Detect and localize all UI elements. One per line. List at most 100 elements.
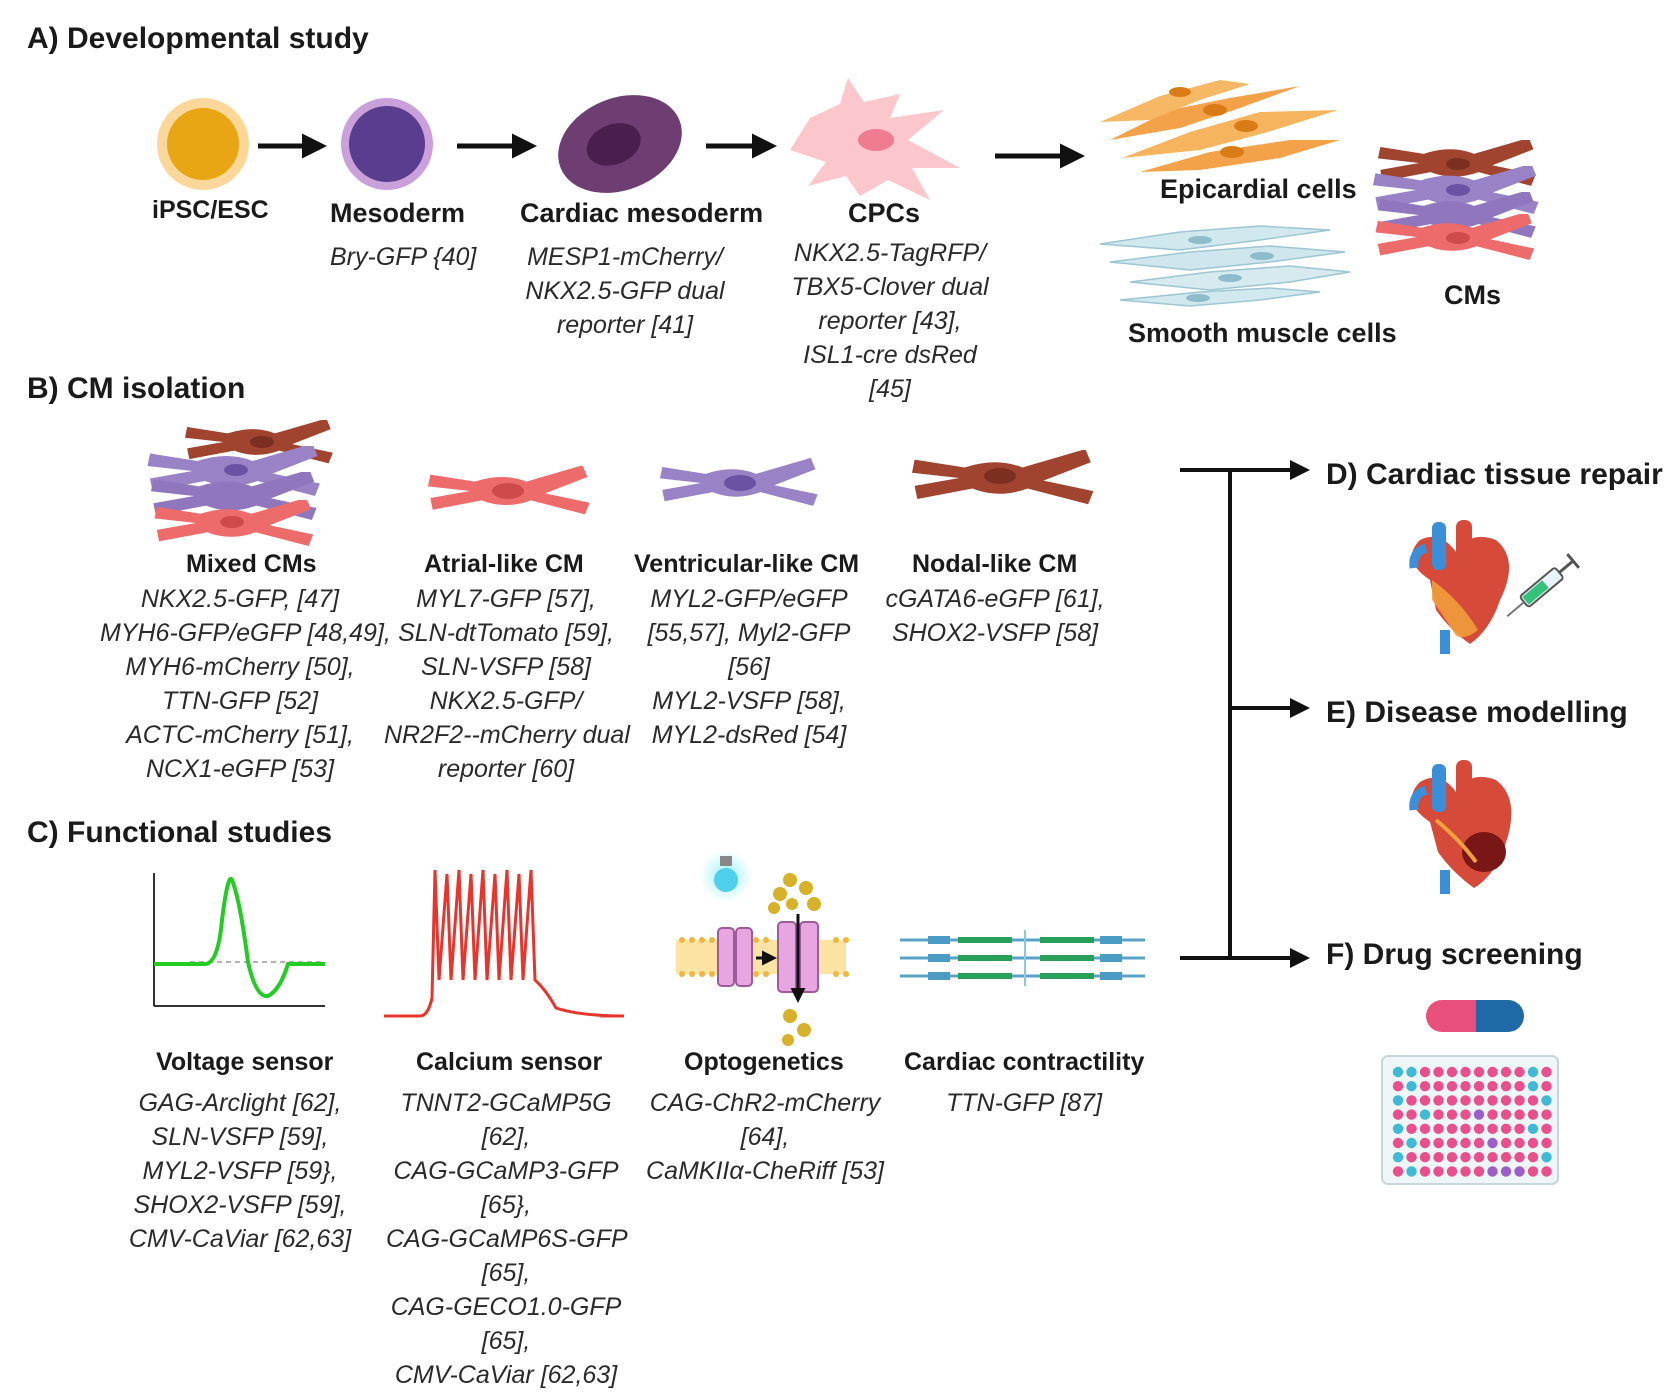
label-nodal-cm: Nodal-like CM	[912, 550, 1078, 578]
well-plate-icon	[1381, 1055, 1559, 1185]
reporter-line: NR2F2--mCherry dual	[384, 721, 630, 749]
well	[1406, 1081, 1417, 1092]
well	[1392, 1109, 1404, 1120]
label-ventricular-cm: Ventricular-like CM	[634, 550, 860, 578]
section-b-title: B) CM isolation	[27, 372, 246, 405]
well	[1433, 1152, 1444, 1163]
cardiac-mesoderm-cell	[558, 95, 682, 193]
reporter-line: MYL7-GFP [57],	[416, 585, 596, 613]
well	[1527, 1137, 1539, 1149]
reporter-line: [64],	[740, 1123, 790, 1151]
reporter-line: [65},	[480, 1191, 532, 1219]
smooth-muscle-cells	[1099, 225, 1351, 307]
well	[1392, 1081, 1404, 1092]
reporter-line: CAG-GCaMP6S-GFP	[386, 1225, 628, 1253]
reporters-calcium-sensor: TNNT2-GCaMP5G[62],CAG-GCaMP3-GFP[65},CAG…	[386, 1086, 628, 1392]
reporter-line: MYL2-VSFP [58],	[652, 687, 846, 715]
reporter-line: Bry-GFP {40]	[330, 243, 477, 271]
section-e-title: E) Disease modelling	[1326, 696, 1628, 729]
reporter-line: reporter [41]	[556, 311, 694, 339]
well	[1473, 1166, 1485, 1177]
heart-injection-icon	[1409, 520, 1580, 654]
well	[1460, 1066, 1471, 1078]
reporter-line: SLN-VSFP [59],	[151, 1123, 329, 1151]
section-d-title: D) Cardiac tissue repair	[1326, 458, 1663, 491]
reporter-line: ISL1-cre dsRed	[803, 341, 977, 369]
reporter-line: TTN-GFP [52]	[161, 687, 319, 715]
well	[1446, 1137, 1458, 1149]
well	[1527, 1109, 1539, 1120]
application-connectors	[1180, 460, 1310, 968]
reporters-ventricular-cm: MYL2-GFP/eGFP[55,57], Myl2-GFP[56]MYL2-V…	[640, 582, 858, 752]
well	[1446, 1109, 1458, 1120]
well	[1446, 1166, 1458, 1177]
voltage-trace-graph	[153, 873, 325, 1007]
label-epicardial: Epicardial cells	[1160, 174, 1357, 204]
cms-cluster-top	[1373, 140, 1539, 260]
well	[1541, 1152, 1552, 1163]
reporter-line: SHOX2-VSFP [58]	[891, 619, 1099, 647]
well	[1406, 1123, 1417, 1135]
well	[1514, 1137, 1525, 1149]
well	[1527, 1166, 1539, 1177]
well	[1446, 1081, 1458, 1092]
well	[1446, 1152, 1458, 1163]
well	[1406, 1109, 1417, 1120]
well	[1406, 1095, 1417, 1106]
well	[1514, 1066, 1525, 1078]
reporters-nodal-cm: cGATA6-eGFP [61],SHOX2-VSFP [58]	[880, 582, 1110, 650]
well	[1419, 1109, 1431, 1120]
well	[1541, 1095, 1552, 1106]
well	[1541, 1066, 1552, 1078]
diseased-heart-icon	[1409, 760, 1512, 894]
well	[1500, 1166, 1512, 1177]
well	[1527, 1081, 1539, 1092]
well	[1514, 1081, 1525, 1092]
label-ipsc: iPSC/ESC	[152, 196, 269, 224]
well	[1419, 1081, 1431, 1092]
ventricular-cm-cell	[660, 458, 818, 506]
well	[1446, 1066, 1458, 1078]
well	[1406, 1066, 1417, 1078]
ipsc-cell	[157, 98, 249, 190]
mesoderm-cell	[341, 98, 433, 190]
well	[1433, 1109, 1444, 1120]
well	[1433, 1081, 1444, 1092]
reporter-line: CAG-ChR2-mCherry	[649, 1089, 881, 1117]
label-cardiac-contractility: Cardiac contractility	[904, 1048, 1145, 1076]
well	[1473, 1066, 1485, 1078]
well	[1460, 1109, 1471, 1120]
well	[1541, 1109, 1552, 1120]
well	[1487, 1123, 1498, 1135]
well	[1487, 1109, 1498, 1120]
well	[1541, 1123, 1552, 1135]
reporter-line: SLN-VSFP [58]	[421, 653, 591, 681]
well	[1473, 1095, 1485, 1106]
reporter-line: SHOX2-VSFP [59],	[133, 1191, 347, 1219]
well	[1487, 1166, 1498, 1177]
reporter-line: NKX2.5-GFP/	[429, 687, 583, 715]
epicardial-cells	[1100, 80, 1340, 172]
well	[1419, 1152, 1431, 1163]
reporter-line: CAG-GCaMP3-GFP	[393, 1157, 619, 1185]
atrial-cm-cell	[428, 466, 590, 515]
well	[1473, 1123, 1485, 1135]
reporter-line: [65],	[481, 1327, 531, 1355]
section-a-title: A) Developmental study	[27, 22, 369, 55]
reporter-line: TTN-GFP [87]	[945, 1089, 1103, 1117]
well	[1500, 1066, 1512, 1078]
label-voltage-sensor: Voltage sensor	[156, 1048, 334, 1076]
cpc-cell	[790, 78, 960, 200]
well	[1460, 1152, 1471, 1163]
pill-icon	[1426, 1000, 1524, 1032]
nodal-cm-cell	[912, 450, 1094, 505]
label-mixed-cms: Mixed CMs	[186, 550, 317, 578]
well	[1419, 1137, 1431, 1149]
reporter-line: MESP1-mCherry/	[527, 243, 723, 271]
reporter-line: NKX2.5-GFP, [47]	[140, 585, 340, 613]
well	[1541, 1166, 1552, 1177]
label-cardiac-mesoderm: Cardiac mesoderm	[520, 198, 764, 228]
label-calcium-sensor: Calcium sensor	[416, 1048, 603, 1076]
reporter-line: GAG-Arclight [62],	[138, 1089, 342, 1117]
